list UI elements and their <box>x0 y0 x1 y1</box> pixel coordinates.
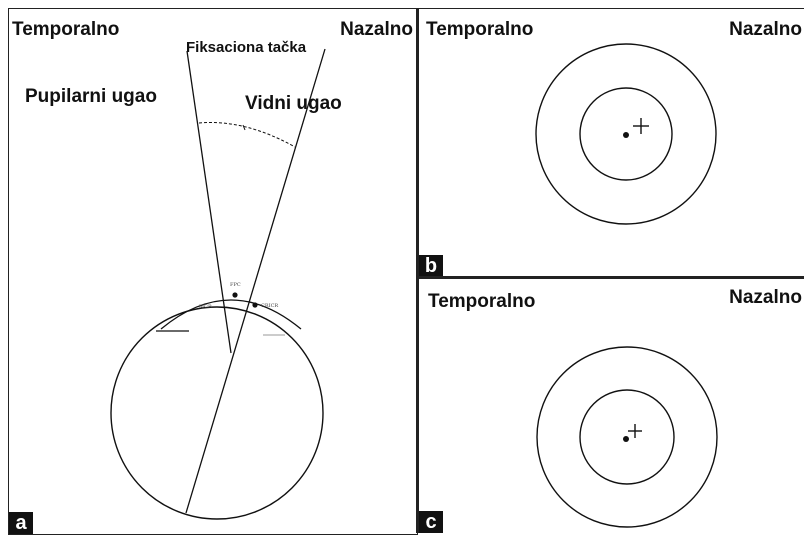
point-cricr <box>252 302 258 308</box>
panel-tag-a: a <box>9 512 33 534</box>
temporal-label: Temporalno <box>428 291 536 312</box>
nasal-label: Nazalno <box>729 19 802 40</box>
vertical-divider <box>416 8 419 533</box>
outer-ring <box>536 346 718 528</box>
label-mcr: MCR <box>199 304 212 310</box>
temporal-label: Temporalno <box>12 19 120 40</box>
panel-tag-b: b <box>419 255 443 277</box>
fixation-point-label: Fiksaciona tačka <box>186 39 307 56</box>
pupillary-angle-label: Pupilarni ugao <box>25 86 157 107</box>
eye-globe <box>110 306 324 520</box>
temporal-label: Temporalno <box>426 19 534 40</box>
pupil-center-dot <box>623 436 629 442</box>
visual-axis-line <box>185 48 326 514</box>
angle-arc <box>198 122 296 148</box>
inner-ring <box>579 87 673 181</box>
panel-c: Temporalno Nazalno c <box>419 279 804 533</box>
nasal-label: Nazalno <box>729 287 802 308</box>
panel-a: FPC MCR CRICR Temporalno Nazalno Fiksaci… <box>8 8 418 535</box>
angle-mark <box>242 124 246 131</box>
target-diagram-c <box>536 346 718 528</box>
panel-b: Temporalno Nazalno b <box>419 8 804 277</box>
cornea-curve <box>160 299 302 330</box>
nasal-label: Nazalno <box>340 19 413 40</box>
eye-diagram: FPC MCR CRICR <box>110 48 326 520</box>
pupillary-axis-line <box>186 50 232 354</box>
label-cricr: CRICR <box>261 303 278 309</box>
pupil-center-dot <box>623 132 629 138</box>
label-fpc: FPC <box>230 282 241 288</box>
target-diagram-b <box>535 43 717 225</box>
panel-tag-c: c <box>419 511 443 533</box>
point-fpc <box>232 292 238 298</box>
outer-ring <box>535 43 717 225</box>
inner-ring <box>579 389 675 485</box>
horizontal-divider <box>419 276 804 279</box>
visual-angle-label: Vidni ugao <box>245 93 342 114</box>
